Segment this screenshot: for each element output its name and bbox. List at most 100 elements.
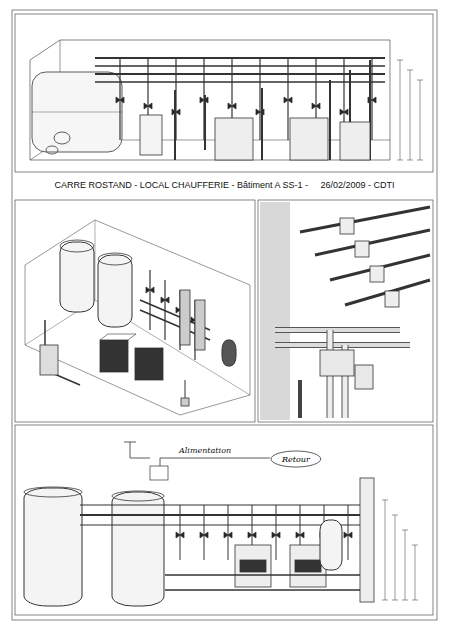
pipe-line xyxy=(298,380,302,418)
pipe-line xyxy=(412,545,418,546)
part-outline xyxy=(295,560,321,572)
pipe-line xyxy=(95,57,385,59)
pipe-line xyxy=(392,600,398,601)
storage-tank xyxy=(98,255,132,327)
valve-symbol xyxy=(340,109,348,115)
pipe-line xyxy=(405,530,406,600)
pipe-line xyxy=(259,58,260,140)
pipe-line xyxy=(397,160,403,161)
valve-symbol xyxy=(161,297,169,303)
collector-column xyxy=(360,478,374,602)
pipe-line xyxy=(402,600,408,601)
tank-end xyxy=(46,146,58,154)
storage-tank xyxy=(112,492,164,606)
part-outline xyxy=(320,350,354,376)
pipe-line xyxy=(204,505,205,560)
pipe-line xyxy=(100,334,136,340)
pipe-line xyxy=(25,220,95,345)
valve-symbol xyxy=(144,103,152,109)
pipe-line xyxy=(371,58,372,140)
pipe-line xyxy=(80,514,370,516)
pipe-line xyxy=(315,230,430,255)
part-outline xyxy=(240,560,266,572)
pipe-line xyxy=(160,458,161,466)
storage-tank xyxy=(320,520,342,570)
pipe-line xyxy=(180,505,181,560)
drawing-title: CARRE ROSTAND - LOCAL CHAUFFERIE - Bâtim… xyxy=(54,180,394,190)
node-text: Retour xyxy=(282,455,310,464)
tank-end xyxy=(54,132,70,144)
pipe-line xyxy=(32,112,122,113)
part-outline xyxy=(181,398,189,406)
valve-symbol xyxy=(284,97,292,103)
pipe-line xyxy=(417,80,423,81)
part-outline xyxy=(355,241,369,257)
part-outline xyxy=(40,345,58,375)
part-outline xyxy=(340,218,354,234)
storage-tank xyxy=(60,242,94,312)
valve-symbol xyxy=(146,287,154,293)
pipe-line xyxy=(80,504,370,505)
valve-symbol xyxy=(296,532,304,538)
part-outline xyxy=(180,290,190,345)
pipe-line xyxy=(95,65,385,66)
pipe-line xyxy=(382,600,388,601)
pipe-line xyxy=(275,327,400,333)
pipe-line xyxy=(420,80,421,160)
pipe-line xyxy=(95,81,385,82)
pipe-line xyxy=(397,60,403,61)
pipe-line xyxy=(165,589,360,590)
part-outline xyxy=(215,118,253,160)
sketch-oval: Retour xyxy=(270,450,322,468)
pipe-line xyxy=(348,505,349,560)
pipe-line xyxy=(412,600,418,601)
storage-tank xyxy=(32,72,122,152)
pipe-line xyxy=(261,88,263,160)
part-outline xyxy=(150,466,168,480)
pipe-line xyxy=(228,505,229,560)
part-outline xyxy=(15,200,255,422)
part-outline xyxy=(385,291,399,307)
pipe-line xyxy=(415,545,416,600)
pipe-line xyxy=(149,270,150,330)
tank-end xyxy=(24,487,82,497)
pipe-line xyxy=(95,73,385,75)
pipe-line xyxy=(400,60,401,160)
pipe-line xyxy=(287,58,288,140)
valve-symbol xyxy=(344,532,352,538)
pipe-line xyxy=(392,515,398,516)
tank-end xyxy=(112,491,164,501)
part-outline xyxy=(258,200,433,422)
pipe-line xyxy=(402,530,408,531)
pipe-line xyxy=(204,95,206,150)
pipe-line xyxy=(124,442,136,443)
part-outline xyxy=(195,300,205,350)
part-outline xyxy=(135,348,163,380)
valve-symbol xyxy=(228,103,236,109)
valve-symbol xyxy=(272,532,280,538)
part-outline xyxy=(235,545,271,587)
part-outline xyxy=(140,115,162,155)
tank-end xyxy=(60,240,94,252)
pipe-line xyxy=(276,505,277,560)
part-outline xyxy=(370,266,384,282)
pipe-line xyxy=(130,442,150,458)
valve-symbol xyxy=(248,532,256,538)
part-outline xyxy=(355,365,373,389)
pipe-line xyxy=(407,160,413,161)
pipe-line xyxy=(410,70,411,160)
part-outline xyxy=(290,118,328,160)
storage-tank xyxy=(24,488,82,606)
valve-symbol xyxy=(116,97,124,103)
tank-detail xyxy=(260,202,290,420)
pipe-line xyxy=(417,160,423,161)
part-outline xyxy=(100,340,128,372)
pipe-line xyxy=(329,80,331,160)
pipe-line xyxy=(25,220,250,415)
storage-tank xyxy=(222,340,236,366)
part-outline xyxy=(15,425,433,615)
pipe-line xyxy=(119,58,120,140)
valve-symbol xyxy=(176,532,184,538)
part-outline xyxy=(15,14,433,172)
